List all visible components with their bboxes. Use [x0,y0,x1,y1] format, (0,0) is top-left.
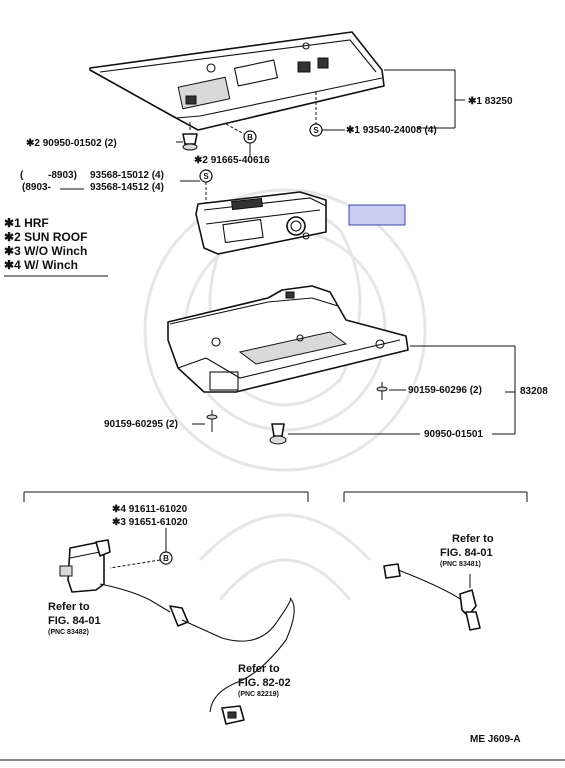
legend-item-1: ✱1 HRF [4,216,49,230]
part-number: 91665-40616 [211,155,270,166]
asterisk-symbol: ✱ [4,216,14,230]
svg-text:✱1 83250: ✱1 83250 [468,96,513,107]
svg-text:FIG. 84-01: FIG. 84-01 [440,547,493,559]
svg-text:93568-15012 (4): 93568-15012 (4) [90,170,164,181]
svg-text:B: B [163,554,169,563]
lamp-harness-part [59,539,295,725]
part-number: 93540-24008 (4) [363,125,437,136]
display-module-part [195,191,327,255]
svg-text:S: S [313,126,319,135]
clip-90950-01502: ✱2 90950-01502 (2) [26,122,198,151]
svg-text:✱1 93540-24008 (4): ✱1 93540-24008 (4) [346,125,437,136]
svg-text:(PNC 83481): (PNC 83481) [440,561,481,568]
svg-text:✱2 90950-01502 (2): ✱2 90950-01502 (2) [26,138,117,149]
legend-item-4: ✱4 W/ Winch [4,258,78,272]
asterisk-symbol: ✱ [468,96,477,107]
assembly-part-number: 83250 [485,96,513,107]
section-bracket-left [23,491,309,502]
svg-text:✱3 91651-61020: ✱3 91651-61020 [112,517,188,528]
svg-text:-8903): -8903) [48,170,77,181]
part-number: 91651-61020 [129,517,188,528]
upper-console-part [89,31,385,131]
screw-93568-callout: ( -8903) 93568-15012 (4) (8903- 93568-14… [20,169,213,206]
assembly-83208-callout: 83208 [410,345,548,435]
svg-text:S: S [203,172,209,181]
assembly-83250-callout: ✱1 83250 [384,69,513,129]
svg-text:93568-14512 (4): 93568-14512 (4) [90,182,164,193]
clip-screw-callout: ✱2 91665-40616 [194,155,270,166]
legend-item-2: ✱2 SUN ROOF [4,230,87,244]
reference-right: Refer to FIG. 84-01 (PNC 83481) [440,533,494,568]
footer-code: ME J609-A [470,734,521,745]
lower-console-part [167,285,409,393]
svg-text:FIG. 84-01: FIG. 84-01 [48,615,101,627]
note-number: 1 [476,96,482,107]
part-number: 90950-01501 [424,429,483,440]
svg-text:(PNC 83482): (PNC 83482) [48,629,89,636]
screw-93540-callout: S ✱1 93540-24008 (4) [309,92,437,137]
svg-text:Refer to: Refer to [238,663,280,675]
svg-text:(: ( [20,170,24,181]
part-number: 91611-61020 [129,504,188,515]
svg-text:FIG. 82-02: FIG. 82-02 [238,677,291,689]
b-circle-icon [159,551,173,565]
bolt-callout: ✱4 91611-61020 ✱3 91651-61020 B [109,504,188,569]
svg-text:(8903-: (8903- [22,182,51,193]
asterisk-symbol: ✱ [112,504,121,515]
asterisk-symbol: ✱ [4,258,14,272]
asterisk-symbol: ✱ [26,138,35,149]
highlight-box [348,204,406,226]
legend: ✱1 HRF ✱2 SUN ROOF ✱3 W/O Winch ✱4 W/ Wi… [4,216,108,277]
clip-90950-01501: 90950-01501 [269,423,483,445]
asterisk-symbol: ✱ [4,244,14,258]
section-bracket-right [343,491,528,502]
b-marker-upper: B [225,123,257,156]
asterisk-symbol: ✱ [346,125,355,136]
reference-left: Refer to FIG. 84-01 (PNC 83482) [48,601,101,636]
part-number: 90950-01502 (2) [43,138,117,149]
svg-text:Refer to: Refer to [48,601,90,613]
watermark-emblem [143,188,427,601]
svg-text:(PNC 82219): (PNC 82219) [238,691,279,698]
part-number: 90159-60296 (2) [408,385,482,396]
asterisk-symbol: ✱ [4,230,14,244]
asterisk-symbol: ✱ [112,517,121,528]
asterisk-symbol: ✱ [194,155,203,166]
legend-item-3: ✱3 W/O Winch [4,244,87,258]
assembly-part-number: 83208 [520,386,548,397]
screw-90159-60295: 90159-60295 (2) [104,410,218,432]
switch-harness-part [383,563,481,631]
svg-text:Refer to: Refer to [452,533,494,545]
screw-90159-60296: 90159-60296 (2) [376,382,482,400]
reference-middle: Refer to FIG. 82-02 (PNC 82219) [238,663,291,698]
svg-text:✱4 91611-61020: ✱4 91611-61020 [112,504,188,515]
svg-text:B: B [247,133,253,142]
part-number: 90159-60295 (2) [104,419,178,430]
